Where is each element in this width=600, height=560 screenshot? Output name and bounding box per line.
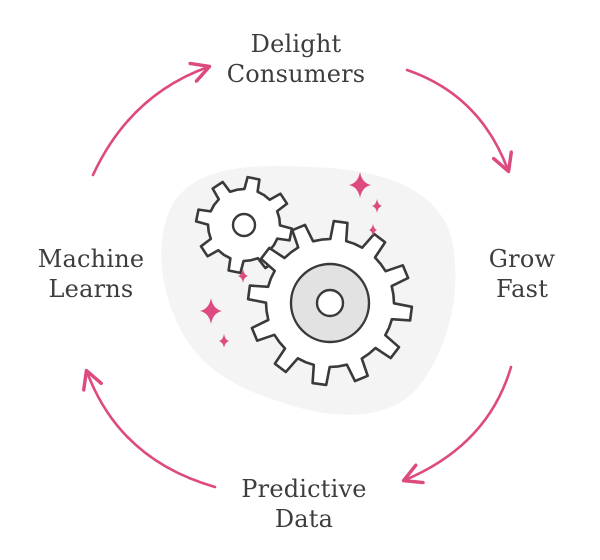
label-bottom-line-2: Data: [274, 505, 334, 533]
arrow-right-to-bottom: [405, 365, 513, 480]
label-bottom-line-1: Predictive: [241, 475, 367, 503]
label-right-line-2: Fast: [495, 275, 549, 303]
sparkle-small-top: [372, 199, 382, 213]
label-delight-consumers: Delight Consumers: [196, 29, 396, 89]
label-grow-fast: Grow Fast: [452, 244, 592, 304]
sparkle-small-left-top: [238, 269, 248, 283]
sparkle-large-top: [349, 172, 371, 198]
sparkle-small-left-bottom: [219, 334, 229, 348]
gear-large-hole: [315, 288, 345, 318]
sparkle-icon: [200, 172, 382, 348]
label-top-line-1: Delight: [250, 30, 342, 58]
sparkle-large-left: [200, 298, 222, 324]
label-right-line-1: Grow: [488, 245, 556, 273]
label-predictive-data: Predictive Data: [194, 474, 414, 534]
label-left-line-1: Machine: [37, 245, 145, 273]
label-top-line-2: Consumers: [226, 60, 366, 88]
label-machine-learns: Machine Learns: [6, 244, 176, 304]
sparkle-small-mid: [369, 224, 377, 236]
label-left-line-2: Learns: [48, 275, 134, 303]
arrow-top-to-right: [405, 68, 508, 170]
arrow-bottom-to-left: [87, 372, 217, 489]
gear-small-hole: [231, 212, 257, 238]
arrow-left-to-top: [91, 67, 208, 177]
gear-large-icon: [246, 219, 414, 387]
